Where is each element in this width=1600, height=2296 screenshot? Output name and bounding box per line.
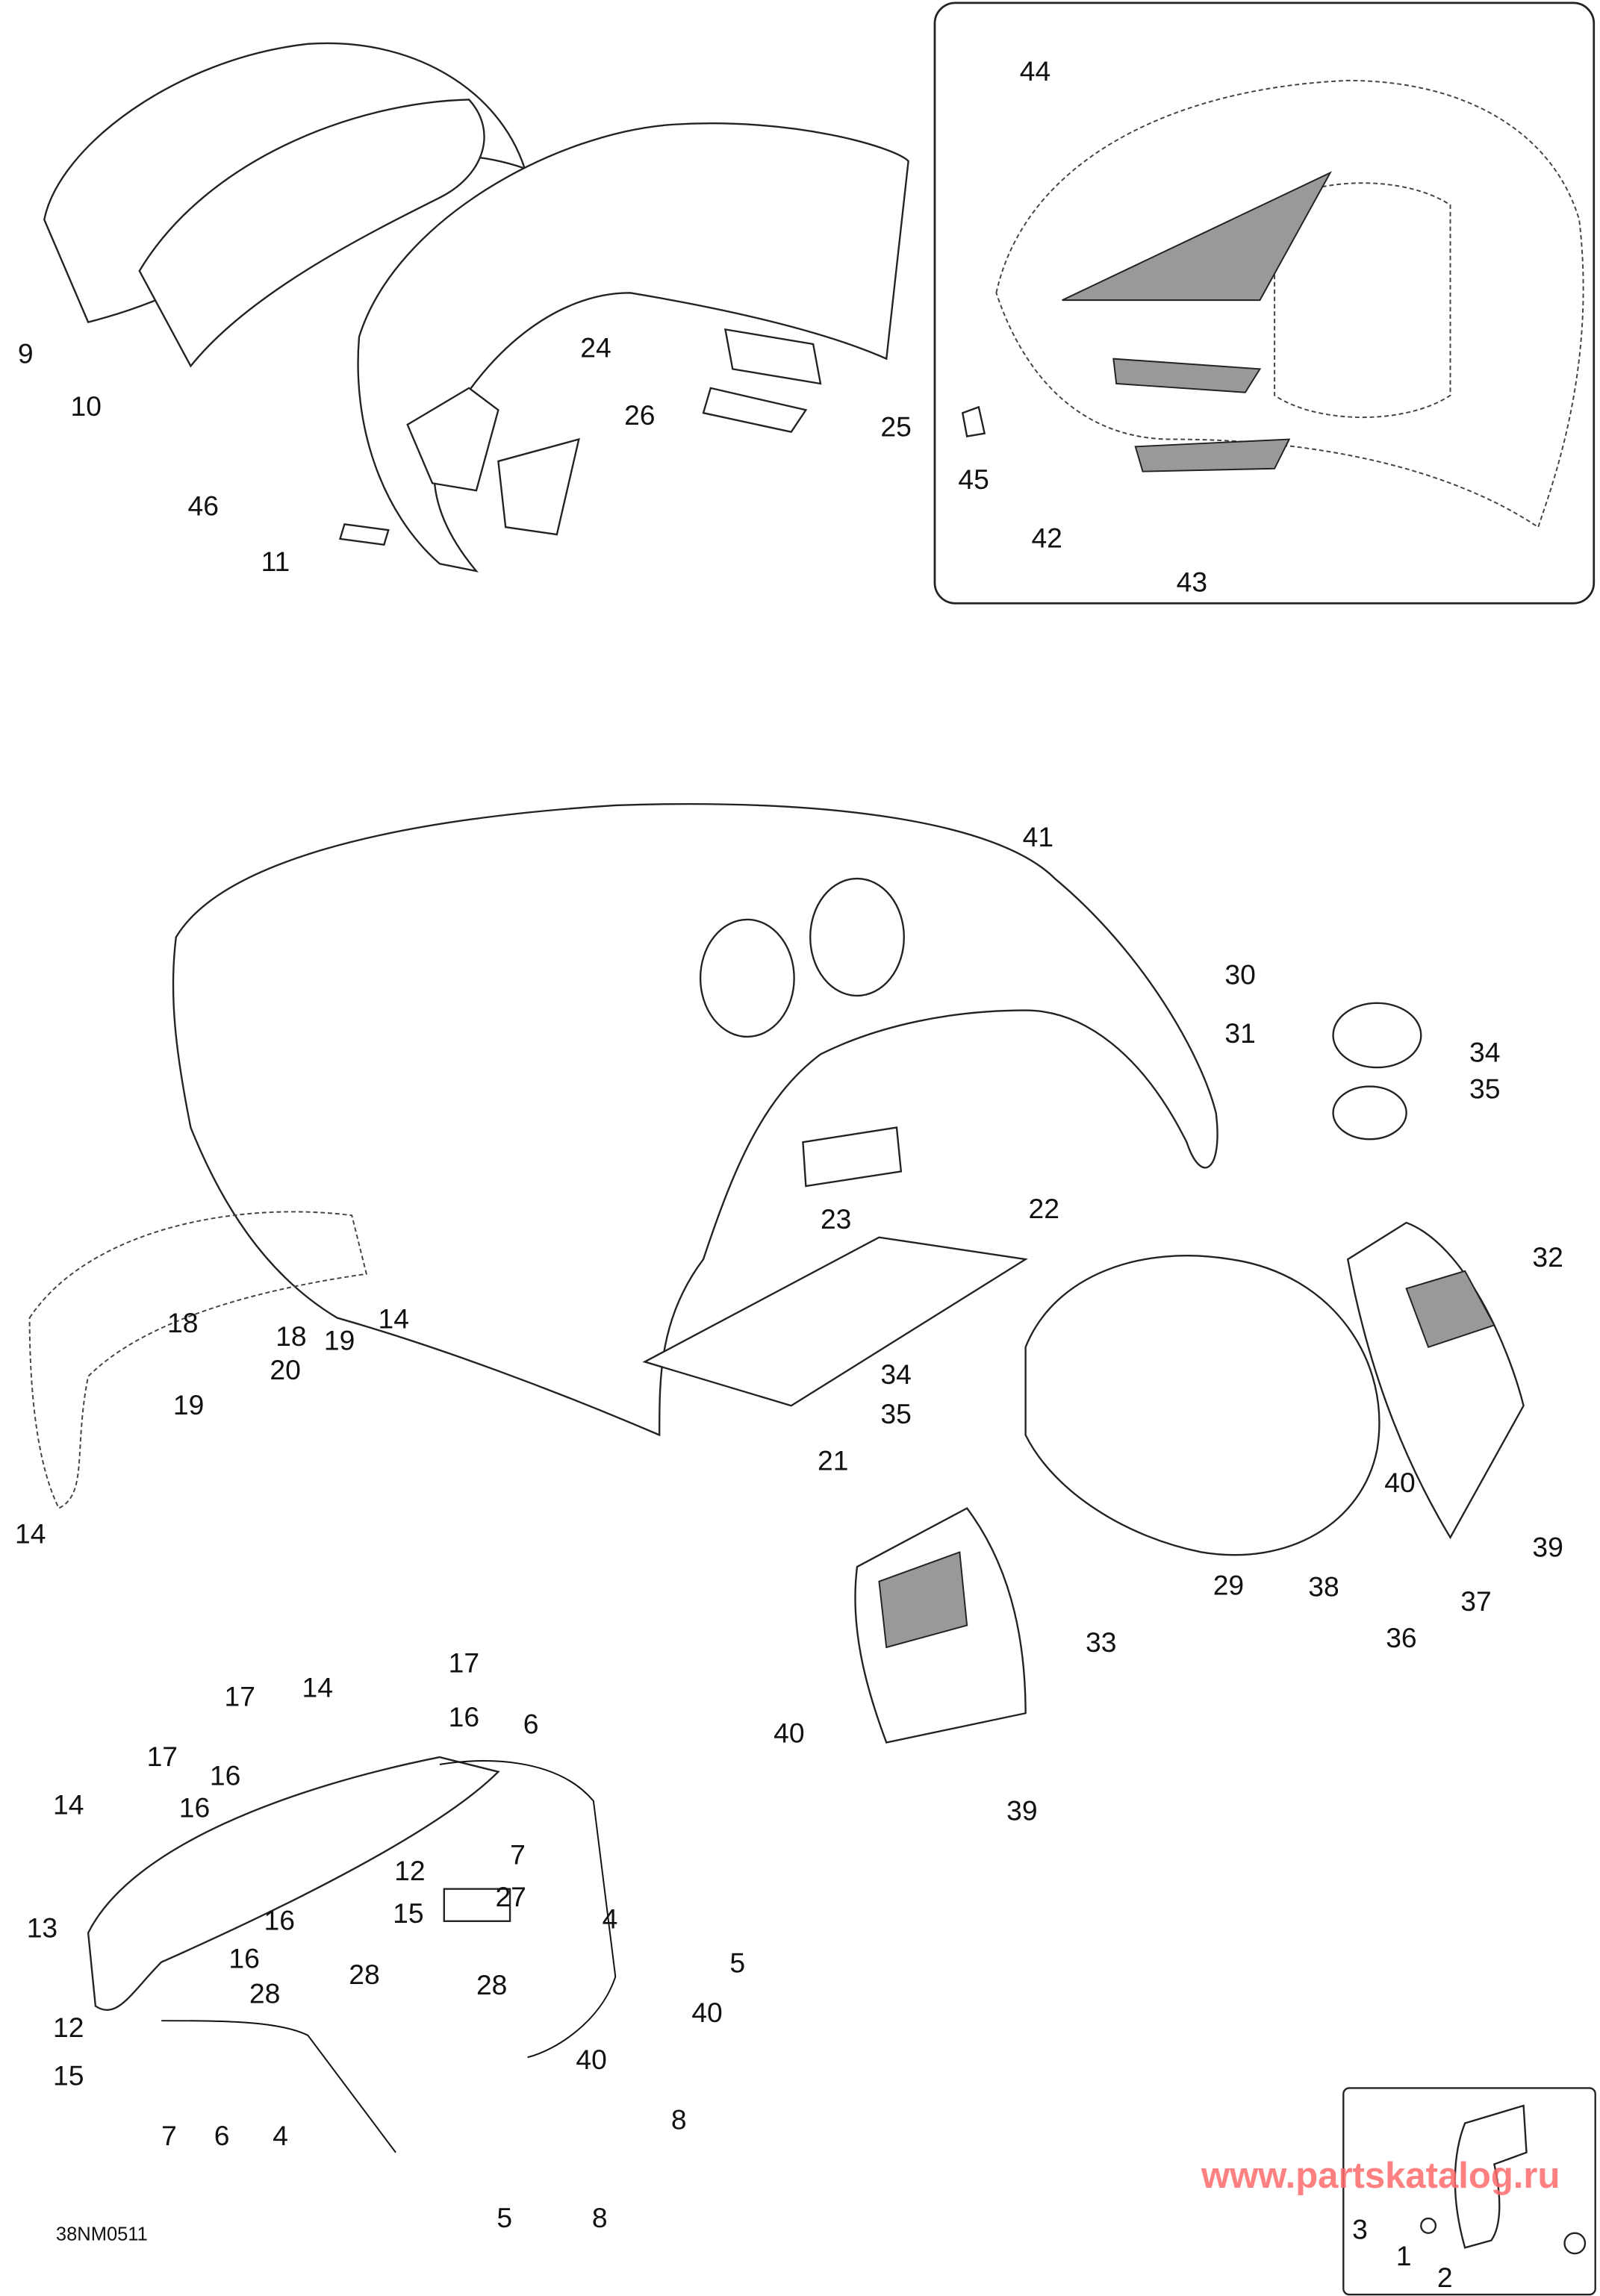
callout-24: 24 bbox=[580, 332, 611, 364]
callout-12: 12 bbox=[53, 2012, 84, 2043]
callout-40: 40 bbox=[691, 1997, 722, 2028]
callout-16: 16 bbox=[228, 1943, 259, 1974]
callout-13: 13 bbox=[27, 1912, 57, 1943]
callout-6: 6 bbox=[523, 1709, 539, 1740]
callout-7: 7 bbox=[161, 2120, 177, 2151]
callout-21: 21 bbox=[818, 1445, 848, 1476]
part-grab-handle-13 bbox=[87, 1756, 500, 2011]
callout-4: 4 bbox=[273, 2120, 288, 2151]
callout-5: 5 bbox=[729, 1947, 745, 1978]
callout-40: 40 bbox=[773, 1717, 804, 1748]
callout-8: 8 bbox=[592, 2202, 608, 2233]
callout-32: 32 bbox=[1532, 1241, 1563, 1273]
callout-10: 10 bbox=[71, 390, 102, 422]
callout-16: 16 bbox=[264, 1905, 295, 1936]
part-cap-2 bbox=[1563, 2232, 1587, 2255]
part-tray-22 bbox=[642, 1236, 1028, 1407]
callout-34: 34 bbox=[880, 1358, 911, 1390]
part-gauge-ring-30-31 bbox=[1332, 1002, 1422, 1141]
callout-28: 28 bbox=[476, 1969, 507, 2000]
part-mesh-32 bbox=[1405, 1270, 1495, 1349]
callout-41: 41 bbox=[1023, 821, 1053, 852]
callout-46: 46 bbox=[187, 490, 218, 522]
callout-2: 2 bbox=[1437, 2262, 1453, 2293]
callout-19: 19 bbox=[173, 1389, 204, 1420]
callout-42: 42 bbox=[1031, 522, 1062, 554]
callout-39: 39 bbox=[1532, 1531, 1563, 1562]
callout-16: 16 bbox=[449, 1701, 479, 1732]
callout-17: 17 bbox=[225, 1680, 255, 1712]
part-hood-41 bbox=[172, 802, 1218, 1437]
callout-8: 8 bbox=[671, 2103, 687, 2135]
callout-19: 19 bbox=[324, 1325, 355, 1356]
callout-16: 16 bbox=[179, 1792, 210, 1824]
callout-31: 31 bbox=[1224, 1017, 1255, 1049]
callout-16: 16 bbox=[210, 1759, 240, 1791]
callout-6: 6 bbox=[214, 2120, 230, 2151]
callout-1: 1 bbox=[1396, 2240, 1412, 2271]
part-plate-27 bbox=[443, 1888, 511, 1922]
part-bracket-1 bbox=[1454, 2104, 1528, 2249]
callout-17: 17 bbox=[147, 1741, 178, 1772]
part-panel-9 bbox=[43, 42, 526, 368]
callout-23: 23 bbox=[821, 1203, 851, 1235]
callout-5: 5 bbox=[497, 2202, 512, 2233]
callout-3: 3 bbox=[1352, 2213, 1368, 2244]
callout-18: 18 bbox=[167, 1307, 198, 1338]
part-pad-23 bbox=[802, 1126, 903, 1188]
callout-40: 40 bbox=[576, 2044, 606, 2075]
callout-18: 18 bbox=[276, 1320, 306, 1352]
part-tether-4 bbox=[439, 1760, 617, 2059]
part-console-29 bbox=[1024, 1255, 1380, 1556]
callout-15: 15 bbox=[393, 1897, 423, 1929]
callout-22: 22 bbox=[1029, 1193, 1059, 1224]
callout-35: 35 bbox=[880, 1398, 911, 1429]
callout-11: 11 bbox=[261, 546, 290, 577]
callout-40: 40 bbox=[1384, 1467, 1415, 1498]
callout-9: 9 bbox=[18, 338, 34, 369]
callout-36: 36 bbox=[1386, 1622, 1416, 1653]
part-handle-ghost bbox=[28, 1211, 368, 1509]
callout-33: 33 bbox=[1086, 1626, 1116, 1658]
callout-14: 14 bbox=[53, 1789, 84, 1821]
callout-30: 30 bbox=[1224, 958, 1255, 990]
diagram-code: 38NM0511 bbox=[56, 2224, 148, 2244]
callout-25: 25 bbox=[880, 411, 911, 443]
part-small-pieces bbox=[338, 328, 822, 546]
callout-45: 45 bbox=[958, 464, 989, 495]
callout-14: 14 bbox=[302, 1672, 333, 1703]
callout-14: 14 bbox=[379, 1303, 409, 1334]
callout-12: 12 bbox=[394, 1855, 425, 1886]
inset-hood-top-view bbox=[961, 79, 1584, 528]
callout-29: 29 bbox=[1213, 1569, 1244, 1600]
callout-37: 37 bbox=[1460, 1585, 1491, 1617]
part-mesh-33 bbox=[878, 1551, 968, 1649]
callout-27: 27 bbox=[495, 1881, 526, 1912]
inset-frame-top bbox=[933, 1, 1596, 605]
callout-44: 44 bbox=[1020, 55, 1050, 87]
callout-28: 28 bbox=[249, 1978, 280, 2009]
part-tether-4b bbox=[161, 2020, 396, 2153]
callout-39: 39 bbox=[1006, 1794, 1037, 1826]
callout-35: 35 bbox=[1469, 1073, 1500, 1104]
callout-38: 38 bbox=[1308, 1570, 1339, 1602]
callout-14: 14 bbox=[15, 1518, 46, 1550]
part-seat-cover-46 bbox=[357, 122, 909, 573]
inset-frame-bottom bbox=[1342, 2087, 1596, 2296]
callout-43: 43 bbox=[1177, 567, 1207, 598]
watermark: www.partskatalog.ru bbox=[1201, 2156, 1560, 2196]
callout-20: 20 bbox=[270, 1354, 300, 1385]
callout-15: 15 bbox=[53, 2060, 84, 2091]
callout-7: 7 bbox=[510, 1838, 526, 1870]
callout-26: 26 bbox=[624, 399, 655, 431]
callout-34: 34 bbox=[1469, 1036, 1500, 1067]
part-washer-3 bbox=[1420, 2217, 1437, 2234]
callout-17: 17 bbox=[449, 1647, 479, 1678]
callout-28: 28 bbox=[349, 1959, 379, 1990]
callout-4: 4 bbox=[603, 1903, 618, 1935]
